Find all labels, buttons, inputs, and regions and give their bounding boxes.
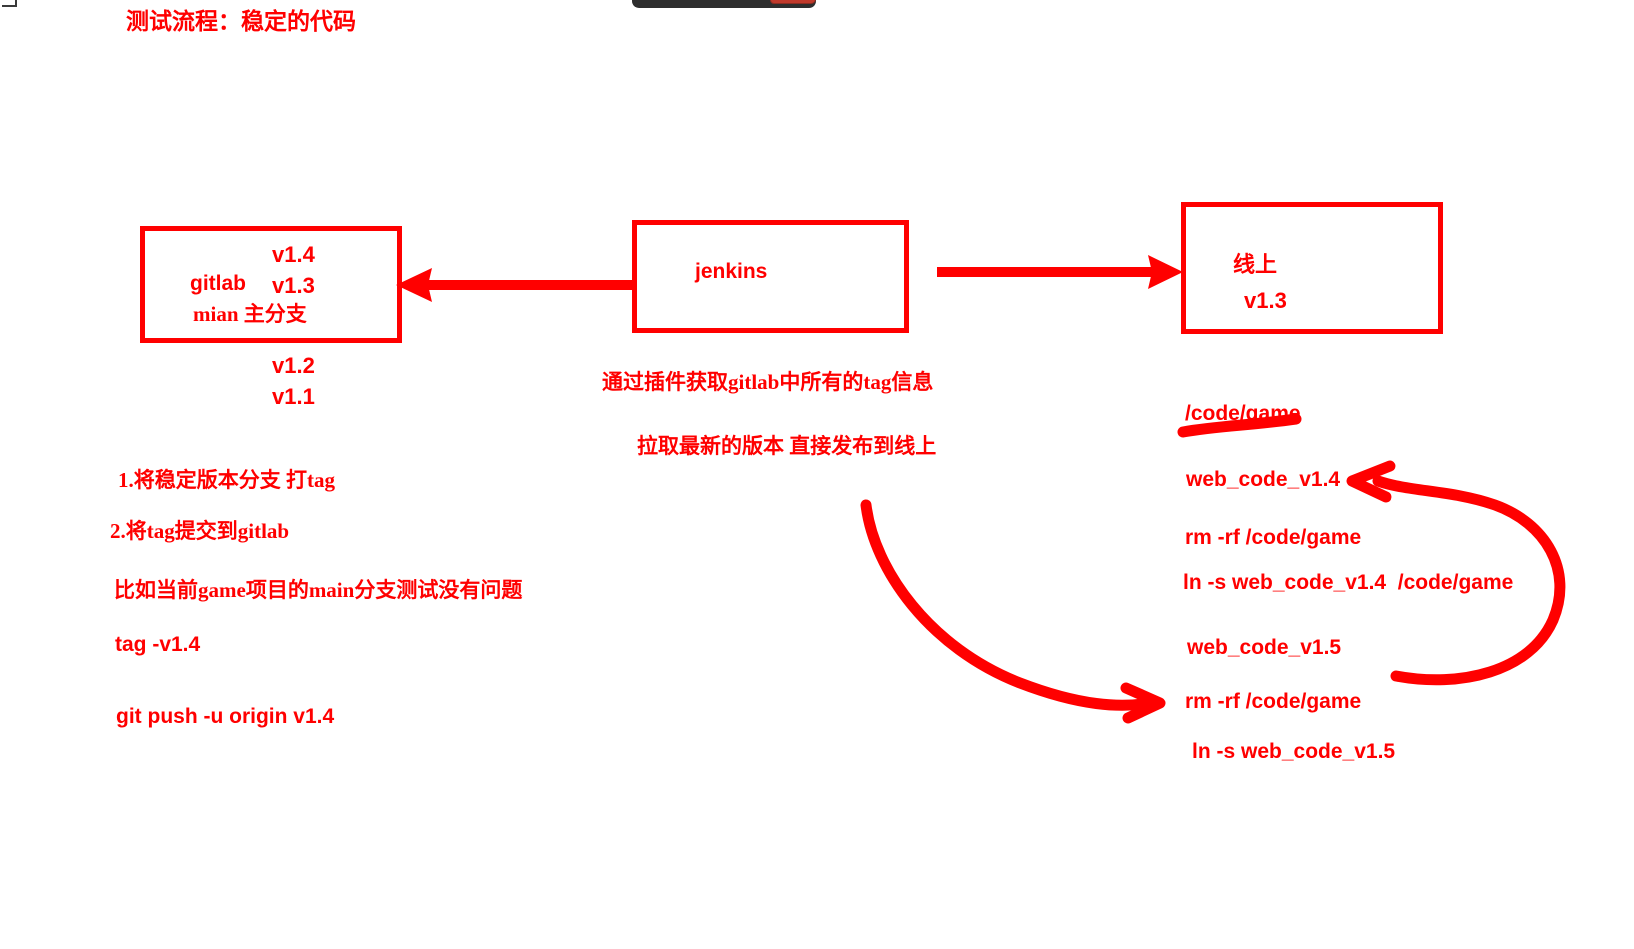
online-version: v1.3 (1244, 288, 1287, 313)
gitlab-version-v11: v1.1 (272, 384, 315, 409)
online-label: 线上 (1233, 252, 1278, 277)
window-titlebar-fragment (632, 0, 816, 8)
path-code-game: /code/game (1185, 402, 1301, 425)
arrow-jenkins-to-gitlab-icon (396, 268, 632, 302)
jenkins-label: jenkins (695, 260, 768, 283)
step-push-tag-to-gitlab: 2.将tag提交到gitlab (110, 519, 290, 543)
arrow-jenkins-to-online-icon (937, 255, 1183, 289)
gitlab-version-v14: v1.4 (272, 242, 315, 267)
command-ln-web-code-v14: ln -s web_code_v1.4 /code/game (1183, 571, 1514, 594)
online-box (1181, 202, 1443, 334)
gitlab-version-v13: v1.3 (272, 273, 315, 298)
step-example-main-branch: 比如当前game项目的main分支测试没有问题 (114, 578, 523, 602)
corner-bracket-marker (2, 0, 17, 7)
command-rm-code-game-2: rm -rf /code/game (1185, 690, 1362, 713)
gitlab-version-v12: v1.2 (272, 353, 315, 378)
step-tag-stable-branch: 1.将稳定版本分支 打tag (118, 468, 335, 492)
jenkins-box (632, 220, 909, 333)
note-fetch-tags: 通过插件获取gitlab中所有的tag信息 (602, 370, 934, 394)
curved-arrow-to-rm-v15-icon (860, 499, 1166, 724)
note-pull-latest: 拉取最新的版本 直接发布到线上 (637, 434, 937, 458)
command-rm-code-game-1: rm -rf /code/game (1185, 526, 1362, 549)
page-title: 测试流程：稳定的代码 (126, 9, 356, 34)
command-ln-web-code-v15: ln -s web_code_v1.5 (1192, 740, 1396, 763)
gitlab-label: gitlab (190, 272, 246, 295)
gitlab-main-branch-label: mian 主分支 (193, 302, 307, 326)
window-close-button-fragment[interactable] (770, 0, 816, 4)
command-tag-v14: tag -v1.4 (115, 633, 201, 656)
dir-web-code-v15: web_code_v1.5 (1187, 636, 1342, 659)
command-git-push-origin: git push -u origin v1.4 (116, 705, 335, 728)
dir-web-code-v14: web_code_v1.4 (1186, 468, 1341, 491)
